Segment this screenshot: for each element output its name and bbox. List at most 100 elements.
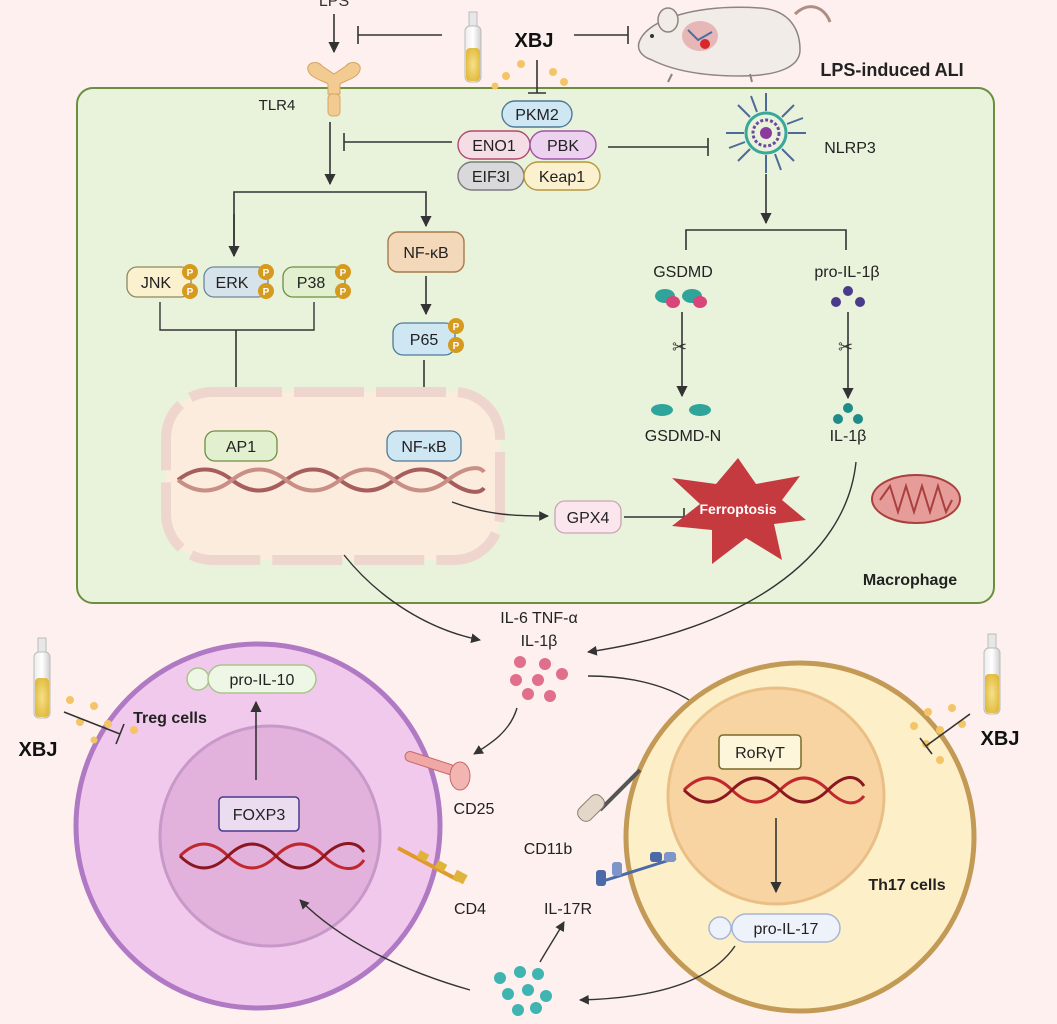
cytokines-to-cd25-arrow (473, 707, 518, 755)
svg-text:EIF3I: EIF3I (472, 169, 510, 186)
svg-text:P: P (340, 287, 347, 298)
cd4-receptor-icon (397, 846, 468, 885)
treg-dna-helix-icon (178, 842, 366, 870)
ferroptosis-burst: Ferroptosis (672, 458, 806, 564)
treg-label: Treg cells (133, 710, 207, 727)
cd4-label: CD4 (454, 901, 486, 918)
scissors-icon: ✂ (838, 337, 853, 357)
th17-to-il17-arrow (579, 945, 736, 1005)
cd11b-receptor-icon (577, 768, 642, 822)
svg-text:pro-IL-10: pro-IL-10 (230, 672, 295, 689)
svg-text:PBK: PBK (547, 138, 579, 155)
il17r-receptor-icon (596, 852, 677, 886)
mapk-to-ap1-arrow (159, 302, 315, 331)
dna-helix-icon (176, 466, 486, 494)
nucleus-to-cytokines-arrow (343, 554, 481, 644)
p65-box: P65 (392, 322, 456, 356)
xbj-vial-icon (464, 11, 482, 83)
phospho-marks-mapk: P P P P P P (182, 264, 351, 299)
cd25-label: CD25 (454, 801, 495, 818)
phospho-marks-p65: P P (448, 318, 464, 353)
th17-dna-helix-icon (682, 776, 866, 805)
gpx4-box: GPX4 (554, 500, 622, 534)
th17-label: Th17 cells (868, 877, 945, 894)
cytokines-line1: IL-6 TNF-α (500, 610, 577, 627)
treg-xbj-vial-icon (33, 637, 51, 719)
lps-label: LPS (319, 0, 349, 10)
il17-cluster-icon (494, 966, 552, 1016)
cd25-receptor-icon (404, 751, 471, 791)
xbj-drug-label: XBJ (515, 30, 554, 52)
phospho-icon: P (335, 264, 351, 280)
pro-il17-box: pro-IL-17 (708, 913, 841, 943)
pro-il10-box: pro-IL-10 (186, 664, 317, 694)
cytokine-cluster-icon (510, 656, 568, 702)
svg-text:P: P (453, 322, 460, 333)
mitochondrion-icon (871, 474, 961, 524)
svg-text:Ferroptosis: Ferroptosis (699, 501, 776, 517)
svg-text:pro-IL-17: pro-IL-17 (754, 921, 819, 938)
treg-xbj-label: XBJ (19, 739, 58, 761)
gsdmd-label: GSDMD (653, 264, 713, 281)
rorgt-box: RoRγT (718, 734, 802, 770)
svg-text:P: P (263, 268, 270, 279)
target-eno1: ENO1 (457, 130, 531, 160)
phospho-icon: P (182, 283, 198, 299)
svg-text:NF-κB: NF-κB (401, 439, 446, 456)
svg-text:P: P (187, 268, 194, 279)
target-eif3i: EIF3I (457, 161, 525, 191)
svg-text:RoRγT: RoRγT (735, 745, 785, 762)
pro-il1b-protein-icon (831, 286, 865, 307)
ali-model-label: LPS-induced ALI (820, 60, 963, 80)
svg-text:Keap1: Keap1 (539, 169, 585, 186)
jnk-box: JNK (126, 266, 192, 298)
nlrp3-label: NLRP3 (824, 140, 876, 157)
svg-text:PKM2: PKM2 (515, 107, 559, 124)
svg-text:P: P (340, 268, 347, 279)
svg-text:ENO1: ENO1 (472, 138, 516, 155)
il1b-to-cytokines-arrow (587, 461, 857, 656)
nlrp3-branch (685, 229, 847, 250)
il17r-label: IL-17R (544, 901, 592, 918)
phospho-icon: P (448, 337, 464, 353)
svg-text:P38: P38 (297, 275, 326, 292)
phospho-icon: P (258, 283, 274, 299)
svg-text:P65: P65 (410, 332, 439, 349)
nfkb-box: NF-κB (387, 231, 465, 273)
tlr4-receptor-icon (307, 62, 361, 117)
phospho-icon: P (258, 264, 274, 280)
svg-text:P: P (187, 287, 194, 298)
th17-xbj-vial-icon (983, 633, 1001, 715)
xbj-particles (491, 60, 568, 90)
treg-nucleus (158, 724, 382, 948)
phospho-icon: P (448, 318, 464, 334)
foxp3-box: FOXP3 (218, 796, 300, 832)
il17-to-il17r-arrow (539, 921, 565, 963)
gsdmd-n-label: GSDMD-N (645, 428, 721, 445)
svg-text:AP1: AP1 (226, 439, 256, 456)
nucleus-to-gpx4-arrow (451, 501, 549, 521)
pro-il1b-label: pro-IL-1β (814, 264, 879, 281)
target-keap1: Keap1 (523, 161, 601, 191)
treg-xbj-inhibition (63, 711, 121, 735)
p38-box: P38 (282, 266, 346, 298)
il1b-label: IL-1β (830, 428, 867, 445)
nfkb-nuclear-box: NF-κB (386, 430, 462, 462)
th17-xbj-label: XBJ (981, 728, 1020, 750)
cd11b-label: CD11b (524, 841, 573, 858)
erk-box: ERK (203, 266, 269, 298)
svg-text:NF-κB: NF-κB (403, 245, 448, 262)
tlr4-label: TLR4 (259, 97, 296, 114)
svg-text:GPX4: GPX4 (567, 510, 610, 527)
cytokines-line2: IL-1β (521, 633, 558, 650)
il1b-protein-icon (833, 403, 863, 424)
th17-xbj-particles (910, 704, 966, 764)
il17-to-treg-arrow (299, 899, 471, 991)
ap1-box: AP1 (204, 430, 278, 462)
scissors-icon: ✂ (672, 337, 687, 357)
treg-xbj-particles (66, 696, 138, 744)
target-pkm2: PKM2 (501, 100, 573, 128)
svg-text:FOXP3: FOXP3 (233, 807, 286, 824)
nlrp3-inflammasome-icon (726, 93, 806, 173)
